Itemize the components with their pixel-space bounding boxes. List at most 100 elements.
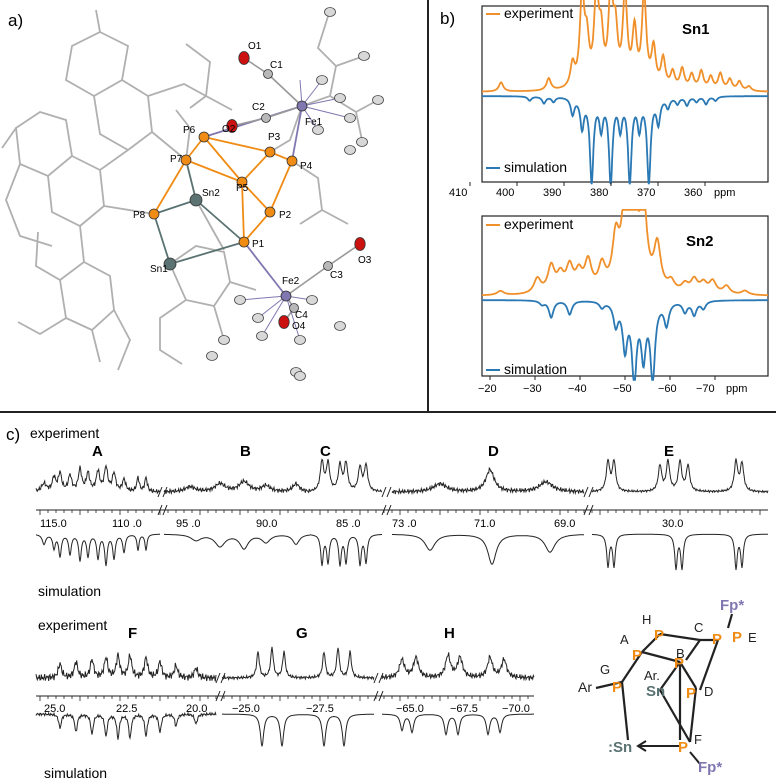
scheme-sn-upper: Sn [646,683,665,700]
row2-sim-F [35,711,217,741]
scheme-p-C: P [712,631,722,648]
break-mark-2 [381,486,392,498]
break-mark-5 [583,504,594,516]
cp-carbon-14 [206,351,218,361]
fe1-cp-bond-2 [301,105,351,119]
cp-carbon-5 [358,51,370,61]
atom-P6 [198,131,210,143]
cp-carbon-12 [294,335,306,345]
bond-P4-P2 [269,160,293,213]
row1-tick-labels: 115.0 110 .0 95 .0 90.0 85 .0 73 .0 71.0… [40,518,683,530]
scheme-ar-left: Ar [578,679,592,695]
row2-tick-m67.5: −67.5 [450,703,478,715]
sn1-plot-frame [481,5,769,183]
bond-Sn2-P1 [195,199,245,243]
scheme-bond-5 [621,651,643,683]
atom-Fe2 [280,290,292,302]
sn1-tick-360: 360 [684,187,702,199]
ligand-wire-2 [93,79,153,152]
scheme-bond-4 [641,650,681,664]
scheme-arrowhead [636,740,647,752]
bond-P7-P5 [185,159,243,183]
break-mark-7 [215,690,226,702]
cp-carbon-18 [294,371,306,381]
atom-label-C3: C3 [330,270,343,281]
atom-label-P7: P7 [170,154,183,165]
peak-label-A: A [92,443,103,460]
cp-carbon-1 [334,93,346,103]
scheme-letter-C: C [694,620,703,635]
sn1-tick-370: 370 [637,187,655,199]
scheme-p-H: P [654,627,664,644]
sn2-x-ticks: −20 −30 −40 −50 −60 −70 ppm [478,383,747,395]
row1-tick-110: 110 .0 [112,518,142,530]
fe1-cp-bond-0 [301,79,323,107]
bond-C3-O3 [327,243,361,267]
peak-label-F: F [128,625,137,642]
ligand-wire-7 [17,261,115,336]
row2-tick-m65: −65.0 [396,703,424,715]
row1-exp-D [391,466,585,496]
bond-P5-P1 [241,181,245,243]
atom-Sn1 [163,257,177,271]
row2-tick-m27.5: −27.5 [306,703,334,715]
atom-P2 [264,206,276,218]
bond-P1-Fe2 [243,241,287,297]
scheme-bond-12 [659,661,681,691]
row2-exp-H [381,652,535,682]
sn1-simulation-line [482,95,768,185]
scheme-letter-G: G [600,662,610,677]
molecular-structure: O1 C1 Fe1 C2 O2 P6 P3 P7 P4 Sn2 P5 P8 P2… [1,7,384,381]
cp-carbon-16 [334,321,346,331]
sn2-tick-m60: −60 [658,383,677,395]
scheme-bond-1 [641,633,661,653]
row2-sim-H [382,713,534,737]
atom-label-O1: O1 [248,41,262,52]
peak-label-E: E [664,443,674,460]
atom-label-P3: P3 [268,132,281,143]
sn1-tick-400: 400 [496,187,514,199]
row1-sim-C [309,534,382,567]
scheme-p-G: P [612,679,622,696]
atom-label-P6: P6 [183,125,196,136]
atom-P3 [264,146,276,158]
row2-tick-m25: −25.0 [232,703,260,715]
sn2-tick-m30: −30 [523,383,542,395]
cp-carbon-4 [324,7,336,17]
scheme-p-A: P [632,647,642,664]
atom-C4 [289,303,299,313]
atom-label-P1: P1 [252,239,265,250]
bond-P5-P2 [241,181,271,213]
core-bonds [153,57,361,341]
atom-label-C1: C1 [270,60,283,71]
scheme-bond-0 [659,632,701,642]
row2-tick-25: 25.0 [44,703,65,715]
row1-exp-E [591,458,769,494]
cp-carbon-0 [316,75,328,85]
atom-P8 [148,208,160,220]
cp-carbon-11 [256,331,268,341]
break-mark-1 [157,504,168,516]
row2-tick-22.5: 22.5 [116,703,137,715]
break-mark-8 [373,672,384,684]
row1-tick-95: 95 .0 [176,518,200,530]
cp-carbon-7 [356,137,368,147]
p8-cage-scheme: P P P P P P P P H A B C E G D F Sn :Sn A… [578,597,757,776]
sn1-tick-410: 410 [449,187,467,199]
sn1-legend-simulation: simulation [504,159,567,175]
atom-P1 [238,236,250,248]
sn1-tick-380: 380 [590,187,608,199]
sn1-x-ticks: 410 400 390 380 370 360 ppm [449,187,735,199]
bond-P2-P1 [243,211,271,243]
cp-carbon-9 [234,295,246,305]
fe2-cp-bond-1 [257,295,287,319]
atom-C1 [263,69,273,79]
row1-exp-B [163,477,311,496]
atom-C2 [261,113,271,123]
atom-O3 [354,237,366,251]
p31-spectra-panel: experiment simulation experiment simulat… [30,425,769,781]
bond-Fe1-C2 [265,105,303,119]
atom-O1 [238,51,250,65]
scheme-p-E: P [732,629,742,646]
scheme-bond-14 [726,613,734,629]
